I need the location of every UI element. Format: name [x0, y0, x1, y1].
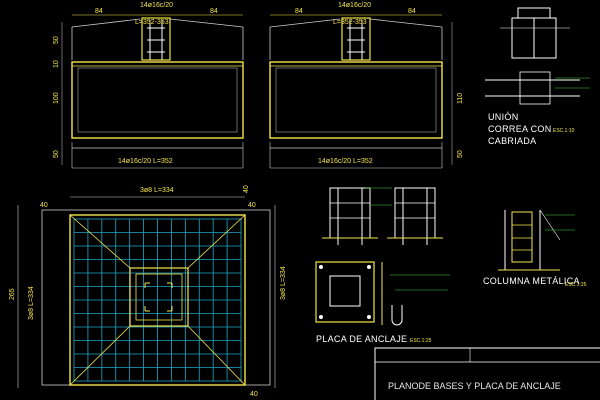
title-block: PLANODE BASES Y PLACA DE ANCLAJE [374, 347, 600, 400]
sheet-title: PLANODE BASES Y PLACA DE ANCLAJE [388, 381, 561, 391]
dim-top-right-84-r: 84 [408, 8, 416, 15]
plan-top-bar: 3ø8 L=334 [140, 187, 174, 194]
plan-right-bar: 3ø8 L=334 [280, 266, 287, 300]
bar-label-bottom-r: 14ø16c/20 L=352 [318, 158, 373, 165]
anchor-plate-detail: PLACA DE ANCLAJE ESC.1:25 [315, 261, 450, 344]
plan-bottom-offset: 40 [250, 391, 258, 398]
column-title: COLUMNA METÁLICA [483, 276, 580, 286]
bar-length-top-r: L=352-353 [333, 19, 367, 26]
bar-label-top: 14ø16c/20 [140, 2, 173, 9]
dim-left-10: 10 [53, 60, 60, 68]
dim-right-50: 50 [457, 150, 464, 158]
footing-section-left: 84 84 14ø16c/20 L=352-353 50 10 100 50 1… [53, 2, 244, 169]
bar-label-bottom: 14ø16c/20 L=352 [118, 158, 173, 165]
pedestal-details [322, 187, 443, 245]
union-title-line1: UNIÓN [488, 112, 519, 122]
dim-right-110: 110 [457, 93, 464, 104]
dim-left-50b: 50 [53, 150, 60, 158]
plan-left-offset: 40 [40, 202, 48, 209]
union-detail: UNIÓN CORREA CON CABRIADA ESC.1:10 [485, 7, 590, 146]
column-detail: COLUMNA METÁLICA ESC.1:25 [483, 209, 587, 288]
footing-plan-view: 3ø8 L=334 40 40 265 3ø8 L=334 3ø8 L=334 … [9, 185, 287, 398]
plan-left-bar: 3ø8 L=334 [28, 286, 35, 320]
footing-section-right: 84 84 14ø16c/20 L=352-353 110 50 14ø16c/… [269, 2, 464, 169]
union-title-line3: CABRIADA [488, 136, 536, 146]
column-scale: ESC.1:25 [565, 282, 587, 288]
dim-left-50: 50 [53, 36, 60, 44]
dim-top-left-84-r: 84 [295, 8, 303, 15]
bar-length-top: L=352-353 [135, 19, 169, 26]
plan-right-top-offset: 40 [243, 185, 250, 193]
plan-left-total: 265 [9, 288, 16, 300]
bar-label-top-r: 14ø16c/20 [338, 2, 371, 9]
anchor-plate-title: PLACA DE ANCLAJE [316, 334, 407, 344]
union-title-line2: CORREA CON [488, 124, 552, 134]
plan-right-offset: 40 [248, 202, 256, 209]
union-scale: ESC.1:10 [553, 128, 575, 134]
dim-top-left-84: 84 [95, 8, 103, 15]
dim-left-100: 100 [53, 92, 60, 104]
anchor-plate-scale: ESC.1:25 [410, 338, 432, 344]
dim-top-right-84: 84 [210, 8, 218, 15]
